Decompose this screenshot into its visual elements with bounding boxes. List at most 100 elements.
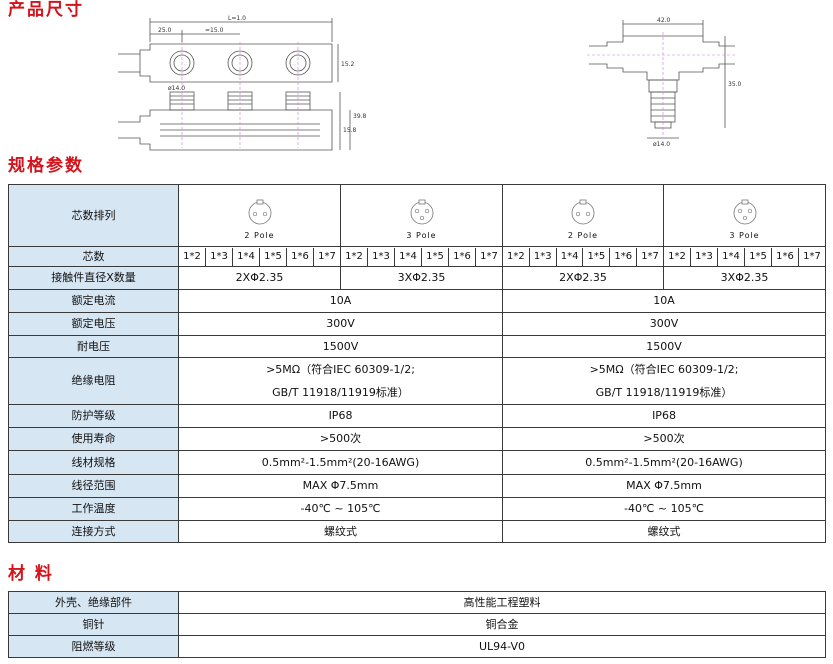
label-current: 额定电流 (8, 289, 179, 313)
insulation-line-1: >5MΩ（符合IEC 60309-1/2; (266, 363, 415, 376)
dim-b: =15.0 (205, 27, 224, 34)
connector-drawing-right: 42.0 35.0 ø14.0 (587, 17, 742, 148)
contacts-value: 3XΦ2.35 (663, 266, 826, 290)
dim-h3: 39.8 (353, 113, 367, 120)
label-life: 使用寿命 (8, 427, 179, 451)
wire-value: 0.5mm²-1.5mm²(20-16AWG) (502, 450, 826, 475)
core-count: 1*2 (180, 247, 206, 266)
withstand-value: 1500V (178, 335, 503, 358)
core-count: 1*7 (803, 250, 821, 262)
material-value: 铜合金 (178, 613, 826, 636)
dim-d-right: ø14.0 (653, 141, 670, 148)
core-count: 1*7 (641, 250, 659, 262)
current-value: 10A (502, 289, 826, 313)
label-arrangement: 芯数排列 (8, 184, 179, 247)
label-connection: 连接方式 (8, 520, 179, 543)
core-count: 1*7 (318, 250, 336, 262)
three-pole-icon (410, 199, 433, 225)
core-count: 1*3 (368, 247, 395, 266)
pole-label: 3 Pole (406, 231, 437, 240)
core-count: 1*5 (260, 247, 287, 266)
label-insulation: 绝缘电阻 (8, 357, 179, 405)
two-pole-icon (248, 199, 271, 225)
core-count: 1*4 (233, 247, 260, 266)
material-label: 外壳、绝缘部件 (8, 591, 179, 614)
core-count: 1*6 (287, 247, 314, 266)
core-count: 1*5 (583, 247, 611, 266)
three-pole-icon (733, 199, 756, 225)
material-value: UL94-V0 (178, 635, 826, 658)
core-count: 1*2 (342, 247, 368, 266)
two-pole-icon (571, 199, 595, 225)
pole-cell: 2 Pole (178, 184, 341, 247)
contacts-value: 2XΦ2.35 (502, 266, 664, 290)
core-count: 1*4 (395, 247, 422, 266)
label-voltage: 额定电压 (8, 312, 179, 336)
core-count: 1*7 (480, 250, 498, 262)
insulation-line-2: GB/T 11918/11919标准） (272, 386, 409, 399)
temp-value: -40℃ ~ 105℃ (178, 497, 503, 521)
dim-height: 35.0 (728, 81, 742, 88)
core-count: 1*6 (449, 247, 476, 266)
voltage-value: 300V (178, 312, 503, 336)
section-title-materials: 材 料 (8, 564, 54, 584)
dim-h2: 15.8 (343, 127, 357, 134)
pole-label: 2 Pole (567, 231, 599, 240)
insulation-value: >5MΩ（符合IEC 60309-1/2;GB/T 11918/11919标准） (502, 357, 826, 405)
pole-cell: 3 Pole (340, 184, 503, 247)
temp-value: -40℃ ~ 105℃ (502, 497, 826, 521)
connector-drawing-left: L=1.0 25.0 =15.0 15.2 15.8 39.8 ø14.0 (118, 15, 367, 151)
core-count: 1*3 (206, 247, 233, 266)
connection-value: 螺纹式 (502, 520, 826, 543)
label-cores: 芯数 (8, 246, 179, 267)
material-label: 铜针 (8, 613, 179, 636)
label-temp: 工作温度 (8, 497, 179, 521)
section-title-specs: 规格参数 (8, 156, 84, 176)
material-label: 阻燃等级 (8, 635, 179, 658)
insulation-value: >5MΩ（符合IEC 60309-1/2; GB/T 11918/11919标准） (178, 357, 503, 405)
life-value: >500次 (502, 427, 826, 451)
section-title-dimensions: 产品尺寸 (8, 0, 84, 20)
connection-value: 螺纹式 (178, 520, 503, 543)
pole-label: 2 Pole (244, 231, 275, 240)
wire-range-value: MAX Φ7.5mm (502, 474, 826, 498)
pole-label: 3 Pole (729, 231, 760, 240)
core-count: 1*5 (422, 247, 449, 266)
insulation-line-1: >5MΩ（符合IEC 60309-1/2; (589, 363, 739, 376)
wire-range-value: MAX Φ7.5mm (178, 474, 503, 498)
core-count: 1*3 (530, 247, 557, 266)
material-value: 高性能工程塑料 (178, 591, 826, 614)
contacts-value: 2XΦ2.35 (178, 266, 341, 290)
core-count: 1*6 (610, 247, 638, 266)
protection-value: IP68 (502, 404, 826, 428)
withstand-value: 1500V (502, 335, 826, 358)
core-count: 1*5 (745, 247, 772, 266)
wire-value: 0.5mm²-1.5mm²(20-16AWG) (178, 450, 503, 475)
label-wire: 线材规格 (8, 450, 179, 475)
life-value: >500次 (178, 427, 503, 451)
dim-d-left: ø14.0 (168, 85, 185, 92)
pole-cell: 3 Pole (663, 184, 826, 247)
materials-table: 外壳、绝缘部件 高性能工程塑料 铜针 铜合金 阻燃等级 UL94-V0 (8, 591, 826, 658)
pole-cell: 2 Pole (502, 184, 664, 247)
dim-a: 25.0 (158, 27, 172, 34)
voltage-value: 300V (502, 312, 826, 336)
current-value: 10A (178, 289, 503, 313)
label-protection: 防护等级 (8, 404, 179, 428)
dim-total: L=1.0 (228, 15, 246, 22)
contacts-value: 3XΦ2.35 (340, 266, 503, 290)
dim-width: 42.0 (657, 17, 671, 24)
label-withstand: 耐电压 (8, 335, 179, 358)
core-count: 1*3 (691, 247, 718, 266)
core-count: 1*2 (504, 247, 530, 266)
protection-value: IP68 (178, 404, 503, 428)
core-count: 1*4 (557, 247, 584, 266)
core-count: 1*6 (772, 247, 799, 266)
core-count: 1*2 (665, 247, 691, 266)
label-contacts: 接触件直径X数量 (8, 266, 179, 290)
